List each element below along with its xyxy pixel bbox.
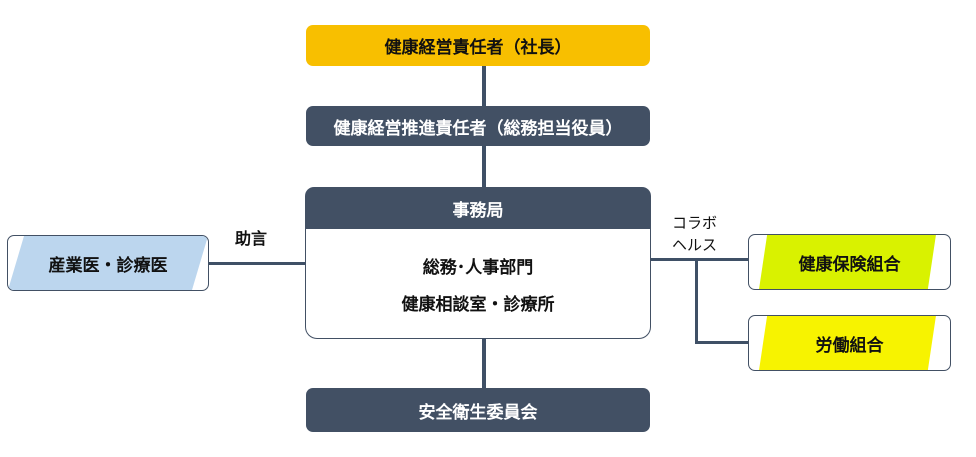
promoter-box: 健康経営推進責任者（総務担当役員） bbox=[306, 106, 650, 146]
office-title: 事務局 bbox=[452, 200, 504, 221]
insurance-fill bbox=[759, 235, 936, 289]
connector-doctor-office bbox=[208, 262, 306, 265]
insurance-label: 健康保険組合 bbox=[798, 254, 901, 275]
office-body: 総務･人事部門 健康相談室・診療所 bbox=[305, 229, 651, 339]
doctor-fill bbox=[8, 236, 208, 290]
connector-office-insurance bbox=[650, 258, 750, 261]
ceo-label: 健康経営責任者（社長） bbox=[384, 38, 572, 58]
connector-ceo-promoter bbox=[482, 66, 486, 106]
office-line-1: 総務･人事部門 bbox=[422, 257, 534, 278]
ceo-box: 健康経営責任者（社長） bbox=[306, 25, 650, 66]
committee-label: 安全衛生委員会 bbox=[418, 402, 538, 423]
connector-branch-union bbox=[695, 341, 750, 344]
collabo-label-2: ヘルス bbox=[672, 236, 718, 254]
office-header: 事務局 bbox=[305, 187, 651, 229]
office-line-2: 健康相談室・診療所 bbox=[401, 294, 555, 315]
connector-office-committee bbox=[482, 338, 486, 388]
advice-label: 助言 bbox=[235, 229, 268, 248]
collabo-label-1: コラボ bbox=[672, 214, 718, 232]
promoter-label: 健康経営推進責任者（総務担当役員） bbox=[333, 118, 623, 139]
connector-promoter-office bbox=[482, 146, 486, 188]
doctor-box: 産業医・診療医 bbox=[7, 235, 209, 291]
union-box: 労働組合 bbox=[748, 315, 951, 371]
doctor-label: 産業医・診療医 bbox=[48, 255, 168, 276]
insurance-box: 健康保険組合 bbox=[748, 234, 951, 290]
union-fill bbox=[759, 316, 936, 370]
union-label: 労働組合 bbox=[815, 335, 884, 356]
committee-box: 安全衛生委員会 bbox=[306, 388, 650, 432]
connector-branch-vertical bbox=[695, 258, 698, 344]
